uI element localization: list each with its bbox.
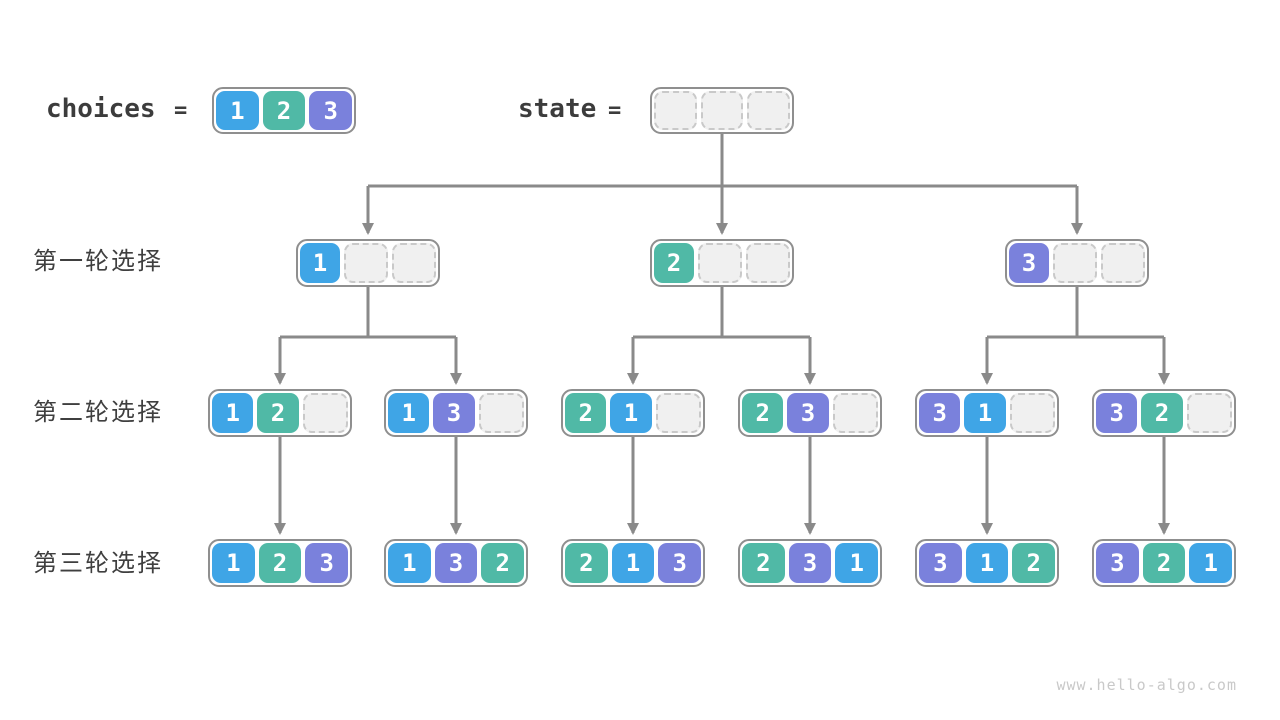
state-label: state: [518, 94, 597, 124]
empty-slot: [832, 393, 878, 433]
choice-cell-2: 2: [742, 393, 784, 433]
watermark: www.hello-algo.com: [1056, 676, 1237, 694]
choice-cell-1: 1: [965, 543, 1009, 583]
empty-slot: [698, 243, 742, 283]
state-box-round1-3: 3: [1005, 239, 1149, 287]
choice-cell-1: 1: [610, 393, 652, 433]
choice-cell-1: 1: [388, 393, 430, 433]
choice-cell-2: 2: [1012, 543, 1056, 583]
empty-slot: [478, 393, 524, 433]
choice-cell-1: 1: [212, 543, 255, 583]
choice-cell-3: 3: [1009, 243, 1049, 283]
choice-cell-2: 2: [742, 543, 785, 583]
empty-slot: [746, 243, 790, 283]
choice-cell-3: 3: [1096, 393, 1138, 433]
row-label-round-2: 第二轮选择: [33, 399, 163, 426]
choice-cell-1: 1: [300, 243, 340, 283]
choice-cell-2: 2: [654, 243, 694, 283]
choices-label: choices: [46, 94, 156, 124]
choice-cell-3: 3: [434, 543, 478, 583]
state-box-round1-1: 1: [296, 239, 440, 287]
row-label-round-3: 第三轮选择: [33, 550, 163, 577]
choice-cell-1: 1: [964, 393, 1006, 433]
choice-cell-2: 2: [565, 393, 607, 433]
choice-cell-3: 3: [433, 393, 475, 433]
choice-cell-2: 2: [1142, 543, 1186, 583]
choice-cell-1: 1: [216, 91, 259, 130]
choice-cell-3: 3: [788, 543, 832, 583]
empty-slot: [700, 91, 744, 130]
choice-cell-3: 3: [305, 543, 349, 583]
empty-slot: [1009, 393, 1055, 433]
choice-cell-2: 2: [1141, 393, 1183, 433]
state-box-root: [650, 87, 794, 134]
choice-cell-1: 1: [212, 393, 254, 433]
empty-slot: [302, 393, 348, 433]
choice-cell-2: 2: [262, 91, 306, 130]
choice-cell-2: 2: [565, 543, 608, 583]
choice-cell-1: 1: [611, 543, 655, 583]
empty-slot: [1186, 393, 1232, 433]
choice-cell-1: 1: [835, 543, 879, 583]
choice-cell-3: 3: [787, 393, 829, 433]
empty-slot: [1101, 243, 1145, 283]
choice-cell-3: 3: [1096, 543, 1139, 583]
empty-slot: [392, 243, 436, 283]
choice-cell-3: 3: [919, 393, 961, 433]
choice-cell-3: 3: [658, 543, 702, 583]
choice-cell-1: 1: [1189, 543, 1233, 583]
choice-cell-1: 1: [388, 543, 431, 583]
choice-cell-2: 2: [257, 393, 299, 433]
empty-slot: [655, 393, 701, 433]
row-label-round-1: 第一轮选择: [33, 248, 163, 275]
choices-equals-sign: =: [174, 98, 188, 123]
choice-cell-2: 2: [258, 543, 302, 583]
empty-slot: [654, 91, 697, 130]
choice-cell-3: 3: [309, 91, 353, 130]
choice-cell-3: 3: [919, 543, 962, 583]
state-box-round1-2: 2: [650, 239, 794, 287]
empty-slot: [344, 243, 388, 283]
empty-slot: [747, 91, 791, 130]
choice-cell-2: 2: [481, 543, 525, 583]
state-equals-sign: =: [608, 98, 622, 123]
empty-slot: [1053, 243, 1097, 283]
